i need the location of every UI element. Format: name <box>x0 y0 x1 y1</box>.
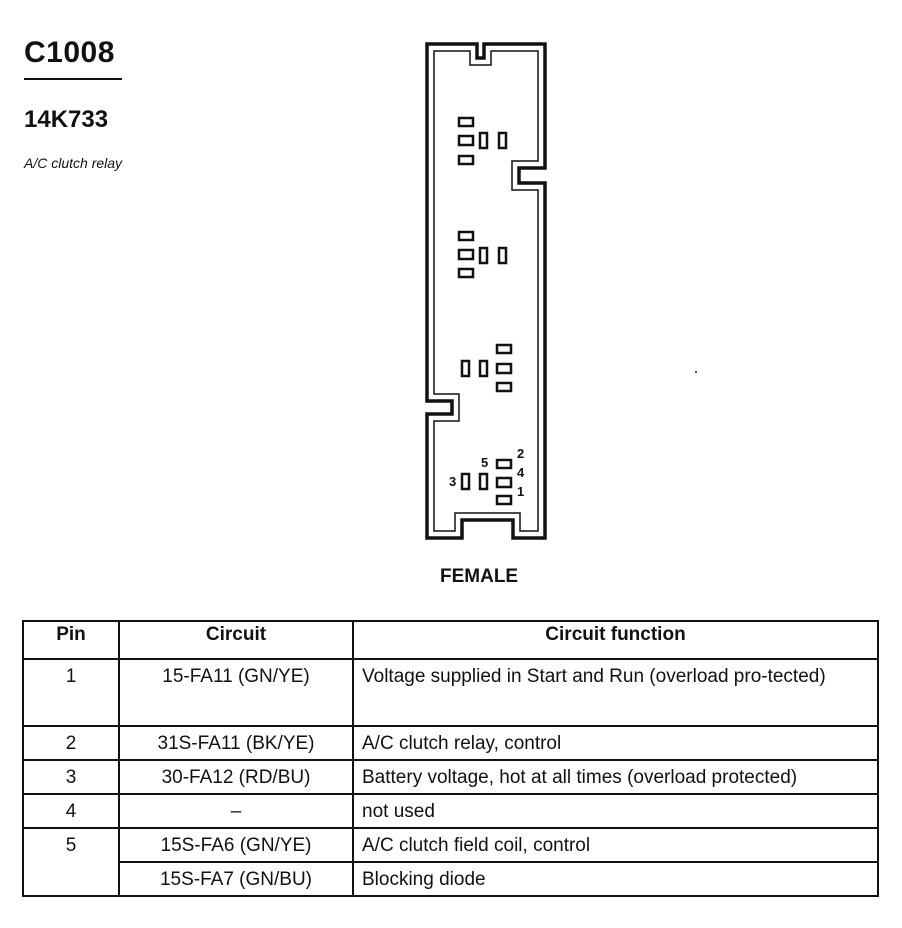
terminal-cavity <box>478 472 489 491</box>
connector-face-diagram: 5 2 4 1 3 <box>425 42 697 540</box>
cavity-group-3 <box>460 343 513 393</box>
terminal-cavity <box>495 362 513 375</box>
pin-cell: 5 <box>22 827 120 897</box>
terminal-cavity <box>478 246 489 265</box>
connector-gender-label: FEMALE <box>440 566 519 587</box>
pin-label-3: 3 <box>449 474 456 489</box>
circuit-cell: 30-FA12 (RD/BU) <box>118 759 354 795</box>
terminal-cavity <box>457 248 475 261</box>
terminal-cavity <box>495 381 513 393</box>
pin-cell: 2 <box>22 725 120 761</box>
terminal-cavity <box>497 131 508 150</box>
header-pin: Pin <box>22 620 120 660</box>
cavity-group-relay-pins <box>460 458 513 506</box>
part-number: 14K733 <box>24 106 109 133</box>
function-cell: not used <box>352 793 879 829</box>
pin-2-cavity <box>495 458 513 470</box>
function-cell: A/C clutch relay, control <box>352 725 879 761</box>
terminal-cavity <box>497 246 508 265</box>
function-cell: A/C clutch field coil, control <box>352 827 879 863</box>
pin-4-cavity <box>495 476 513 489</box>
terminal-cavity <box>457 116 475 128</box>
cavity-group-1 <box>457 116 508 166</box>
pin-label-1: 1 <box>517 484 524 499</box>
cavity-group-2 <box>457 230 508 279</box>
table-header-row: Pin Circuit Circuit function <box>22 620 879 660</box>
function-cell: Voltage supplied in Start and Run (overl… <box>352 658 879 727</box>
pin-label-2: 2 <box>517 446 524 461</box>
stray-dot <box>695 371 697 373</box>
terminal-cavity <box>478 359 489 378</box>
connector-housing-outer <box>425 42 547 540</box>
connector-code-title: C1008 <box>24 36 115 69</box>
connector-housing-inner <box>433 50 539 532</box>
terminal-cavity <box>478 131 489 150</box>
terminal-cavity <box>457 134 475 147</box>
terminal-cavity <box>457 267 475 279</box>
title-underline <box>24 78 122 80</box>
terminal-cavity <box>495 343 513 355</box>
table-row: 15S-FA7 (GN/BU) Blocking diode <box>23 861 879 897</box>
circuit-cell: 15-FA11 (GN/YE) <box>118 658 354 727</box>
table-row: 4 – not used <box>22 793 879 829</box>
terminal-cavity <box>457 230 475 242</box>
table-row: 1 15-FA11 (GN/YE) Voltage supplied in St… <box>22 658 879 727</box>
pinout-table: Pin Circuit Circuit function 1 15-FA11 (… <box>22 620 879 897</box>
pin-label-4: 4 <box>517 465 525 480</box>
pin-label-5: 5 <box>481 455 488 470</box>
header-circuit-function: Circuit function <box>352 620 879 660</box>
pin-1-cavity <box>495 494 513 506</box>
component-description: A/C clutch relay <box>24 155 123 171</box>
pin-cell: 4 <box>22 793 120 829</box>
pin-cell: 1 <box>22 658 120 727</box>
table-row: 5 15S-FA6 (GN/YE) A/C clutch field coil,… <box>22 827 879 897</box>
pin-3-cavity <box>460 472 471 491</box>
header-circuit: Circuit <box>118 620 354 660</box>
table-row: 2 31S-FA11 (BK/YE) A/C clutch relay, con… <box>22 725 879 761</box>
function-cell: Blocking diode <box>352 861 879 897</box>
pin-cell: 3 <box>22 759 120 795</box>
terminal-cavity <box>457 154 475 166</box>
table-row: 3 30-FA12 (RD/BU) Battery voltage, hot a… <box>22 759 879 795</box>
circuit-cell: 15S-FA6 (GN/YE) <box>118 827 354 863</box>
circuit-cell: 15S-FA7 (GN/BU) <box>118 861 354 897</box>
terminal-cavity <box>460 359 471 378</box>
function-cell: Battery voltage, hot at all times (overl… <box>352 759 879 795</box>
circuit-cell: 31S-FA11 (BK/YE) <box>118 725 354 761</box>
circuit-cell: – <box>118 793 354 829</box>
